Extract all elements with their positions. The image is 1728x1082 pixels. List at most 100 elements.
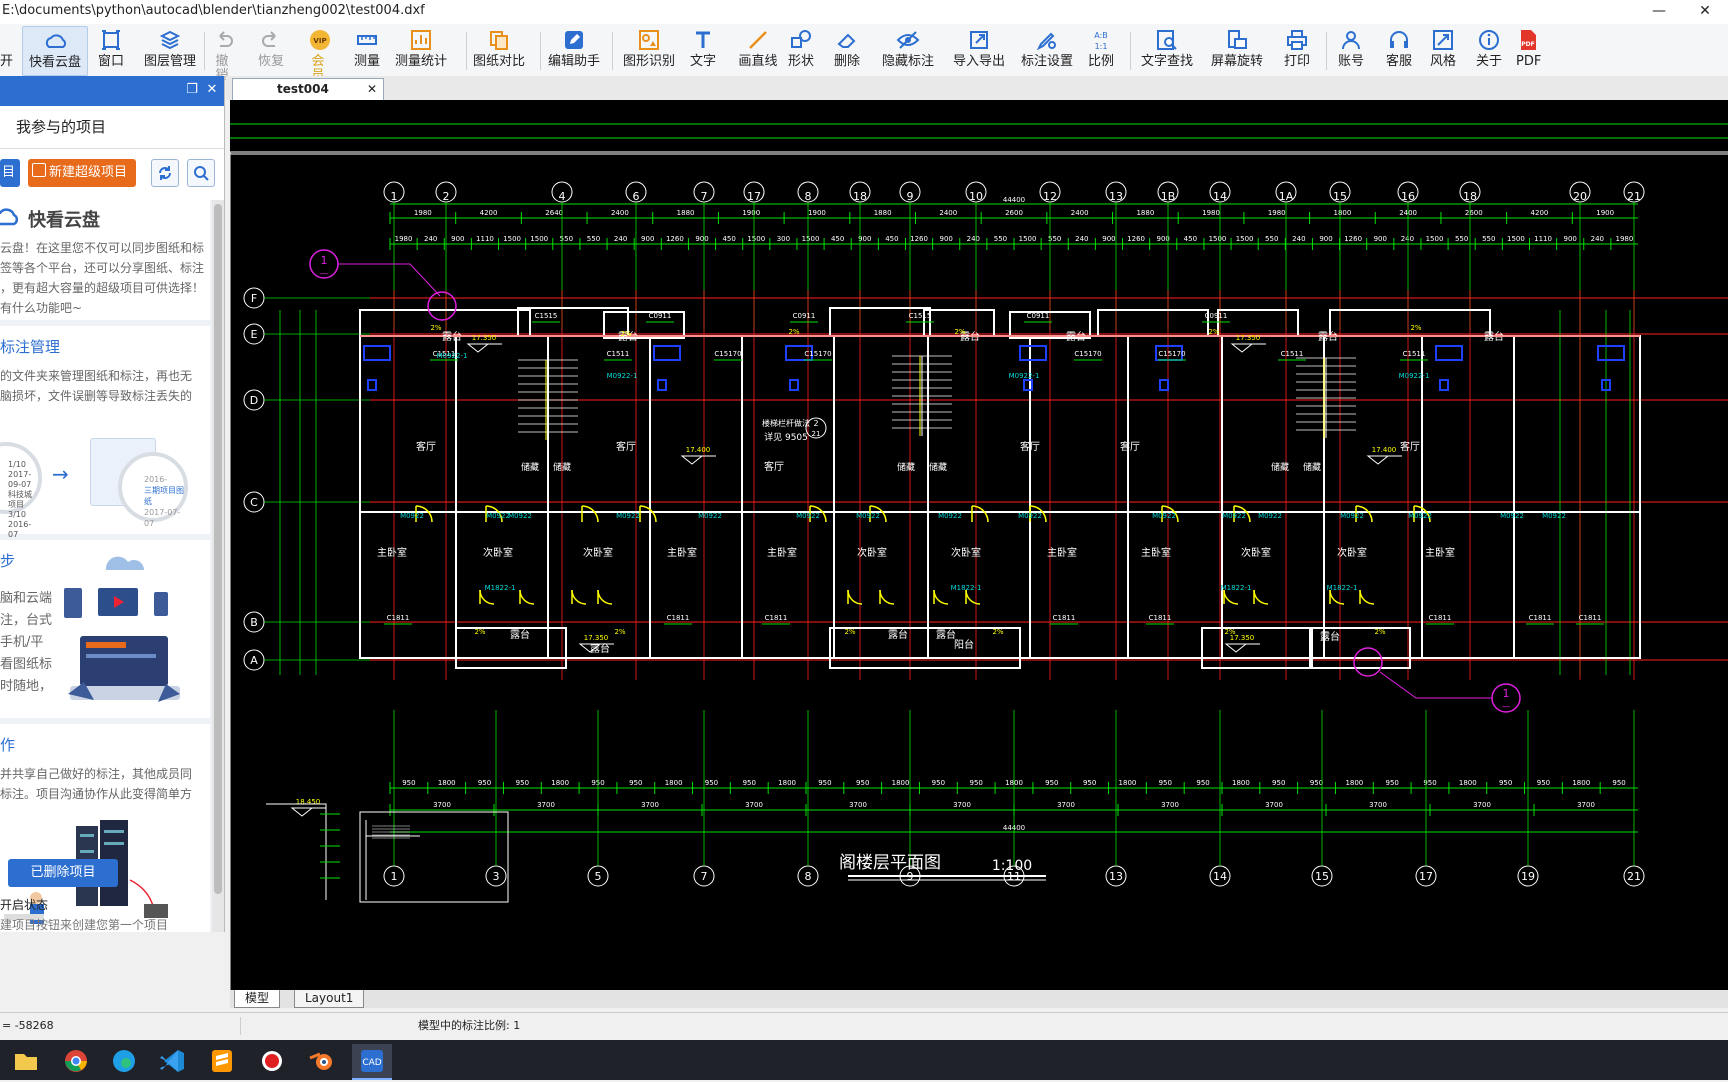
detail-number: 1 [321,254,328,267]
elevation-symbol [290,807,314,817]
door-tag: M0922 [1408,512,1432,520]
elevation-symbol [1366,455,1390,465]
new-project-icon [32,163,46,177]
toolbar-info-button[interactable]: 关于 [1476,26,1502,74]
window-tag: C0911 [793,312,816,320]
axis-label: 14 [1213,870,1227,883]
door-tag: M0922-1 [1399,372,1430,380]
shape-recognition-icon [639,30,659,50]
drawing-title: 阁楼层平面图 [839,853,941,873]
toolbar-window-button[interactable]: 窗口 [98,26,124,74]
dimension-label: 900 [1374,235,1387,243]
room-label: 露台 [960,330,980,343]
close-panel-icon[interactable]: ✕ [206,82,218,97]
vscode-icon[interactable] [152,1044,192,1078]
toolbar-edit-assistant-button[interactable]: 编辑助手 [546,26,602,74]
dimension-label: 1800 [1459,779,1477,787]
dimension-label: 900 [1319,235,1332,243]
file-explorer-icon[interactable] [6,1044,46,1078]
chrome-icon[interactable] [56,1044,96,1078]
axis-label: 21 [1627,870,1641,883]
room-label: 次卧室 [1337,546,1367,559]
minimize-button[interactable]: — [1652,3,1666,19]
balcony-wall [1201,627,1313,669]
detail-number: 21 [812,430,821,438]
room-label: 客厅 [416,440,436,453]
dimension-label: 1900 [808,209,826,217]
toolbar-account-button[interactable]: 账号 [1338,26,1364,74]
toolbar-undo-button[interactable]: 撤销 [212,26,233,83]
project-button[interactable]: 目 [0,159,20,187]
toolbar-text-search-button[interactable]: 文字查找 [1140,26,1194,74]
dimension-label: 550 [1265,235,1278,243]
open-button[interactable]: 开 [0,26,13,74]
new-super-project-button[interactable]: 新建超级项目 [28,159,136,187]
recorder-icon[interactable] [252,1044,292,1078]
toolbar-line-button[interactable]: 画直线 [738,26,778,74]
tab-layout1[interactable]: Layout1 [294,990,365,1008]
dimension-label: 550 [560,235,573,243]
toolbar-rotate-screen-button[interactable]: 屏幕旋转 [1210,26,1264,74]
toolbar-eraser-button[interactable]: 删除 [834,26,860,74]
axis-label: A [250,654,258,667]
axis-label: 6 [633,190,640,203]
line-icon [749,31,767,49]
elevation-symbol [1224,643,1248,653]
door-tag: M0922 [1500,512,1524,520]
elevation-label: 17.350 [584,634,609,642]
search-project-button[interactable] [187,159,215,187]
toolbar-shape-recognition-button[interactable]: 图形识别 [622,26,676,74]
toolbar-ruler-button[interactable]: 测量 [352,26,382,74]
room-label: 客厅 [1400,440,1420,453]
tab-model[interactable]: 模型 [234,990,281,1008]
toolbar-redo-button[interactable]: 恢复 [258,26,284,74]
restore-panel-icon[interactable]: ❐ [186,82,198,97]
deleted-projects-button[interactable]: 已删除项目 [8,859,118,887]
door-tag: M0922 [508,512,532,520]
room-label: 次卧室 [483,546,513,559]
toolbar-cloud-button[interactable]: 快看云盘 [22,26,88,76]
dimension-label: 950 [1196,779,1209,787]
door-swing [597,589,613,605]
window-tag: C15170 [714,350,741,358]
tab-test004[interactable]: test004 ✕ [232,78,384,101]
edge-icon[interactable] [104,1044,144,1078]
room-label: 储藏 [897,461,915,473]
toolbar-annotation-settings-button[interactable]: 标注设置 [1020,26,1074,74]
close-window-button[interactable]: ✕ [1699,3,1711,19]
door-swing [581,505,599,523]
dimension-label: 4200 [480,209,498,217]
document-tab-bar: test004 ✕ [226,76,1728,101]
panel-scrollbar[interactable] [212,200,224,932]
toolbar-style-button[interactable]: 风格 [1430,26,1456,74]
toolbar-measure-stats-button[interactable]: 测量统计 [394,26,448,74]
section-title: 作 [0,736,16,754]
blender-icon[interactable] [302,1044,342,1078]
dimension-label: 900 [939,235,952,243]
toolbar-layers-button[interactable]: 图层管理 [142,26,198,74]
dimension-label: 2400 [611,209,629,217]
toolbar-hide-annotation-button[interactable]: 隐藏标注 [882,26,934,74]
close-tab-icon[interactable]: ✕ [366,82,377,96]
dimension-label: 3700 [849,801,867,809]
room-label: 主卧室 [1425,546,1455,559]
toolbar-printer-button[interactable]: 打印 [1284,26,1310,74]
toolbar-headset-button[interactable]: 客服 [1386,26,1412,74]
dimension-label: 450 [722,235,735,243]
cad-viewer-icon[interactable]: CAD [352,1044,392,1080]
intro-scroll-area[interactable]: 快看云盘 云盘！在这里您不仅可以同步图纸和标 签等各个平台，还可以分享图纸、标注… [0,200,212,932]
toolbar-compare-button[interactable]: 图纸对比 [472,26,526,74]
main-toolbar: 开 快看云盘窗口图层管理撤销恢复VIP会员测量测量统计图纸对比编辑助手图形识别文… [0,24,1728,83]
toolbar-text-button[interactable]: 文字 [690,26,716,74]
toolbar-shape-button[interactable]: 形状 [788,26,814,74]
dimension-label: 550 [1455,235,1468,243]
axis-label: 17 [747,190,761,203]
toolbar-vip-button[interactable]: VIP会员 [308,26,330,83]
sublime-icon[interactable] [202,1044,242,1078]
toolbar-import-export-button[interactable]: 导入导出 [952,26,1006,74]
sync-button[interactable] [151,159,179,187]
